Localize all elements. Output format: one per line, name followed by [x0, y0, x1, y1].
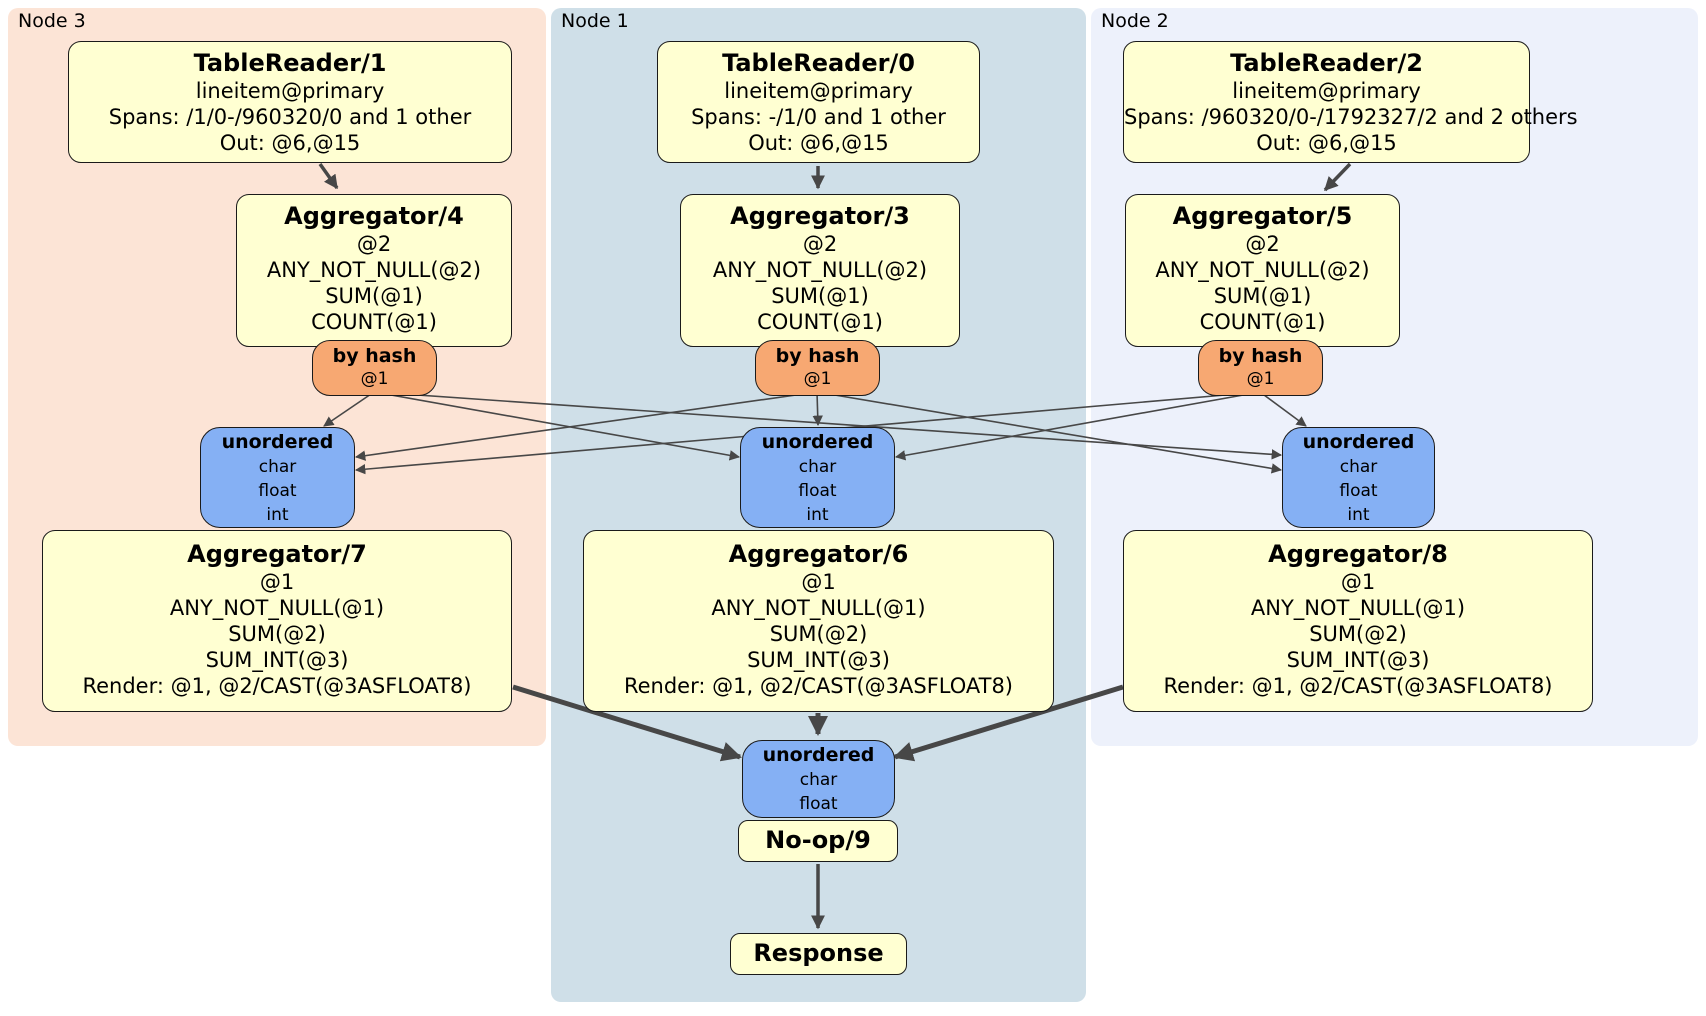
- render-line: Render: @1, @2/CAST(@3ASFLOAT8): [1163, 674, 1553, 698]
- aggregator-5-box: Aggregator/5 @2 ANY_NOT_NULL(@2) SUM(@1)…: [1125, 194, 1400, 347]
- edge-hash1-sync3: [354, 391, 818, 461]
- aggregator-3-box: Aggregator/3 @2 ANY_NOT_NULL(@2) SUM(@1)…: [680, 194, 960, 347]
- hash-router-node3: by hash @1: [312, 340, 437, 396]
- edge-hash1-sync1: [812, 391, 823, 427]
- index-line: lineitem@primary: [724, 79, 913, 103]
- router-key: @1: [360, 369, 389, 389]
- hash-router-node2: by hash @1: [1198, 340, 1323, 396]
- box-title: Response: [753, 939, 884, 967]
- out-line: Out: @6,@15: [219, 131, 361, 155]
- sync-label: unordered: [762, 744, 875, 766]
- out-line: Out: @6,@15: [748, 131, 889, 155]
- box-title: Aggregator/4: [284, 202, 464, 230]
- edge-hash2-sync1: [894, 391, 1261, 461]
- table-reader-1-box: TableReader/1 lineitem@primary Spans: /1…: [68, 41, 512, 163]
- box-title: Aggregator/5: [1172, 202, 1353, 230]
- box-title: Aggregator/8: [1268, 540, 1448, 568]
- router-label: by hash: [775, 345, 860, 367]
- aggregator-8-box: Aggregator/8 @1 ANY_NOT_NULL(@1) SUM(@2)…: [1123, 530, 1593, 712]
- table-reader-2-box: TableReader/2 lineitem@primary Spans: /9…: [1123, 41, 1578, 163]
- edge-tr2-agg5: [1323, 162, 1352, 192]
- edge-hash2-sync2: [1259, 391, 1307, 427]
- box-title: TableReader/0: [722, 49, 915, 77]
- box-title: Aggregator/3: [730, 202, 910, 230]
- router-label: by hash: [1218, 345, 1303, 367]
- edge-tr1-agg4: [318, 162, 339, 190]
- router-key: @1: [803, 369, 832, 389]
- node2-label: Node 2: [1101, 10, 1169, 32]
- index-line: lineitem@primary: [195, 79, 385, 103]
- edge-hash3-sync3: [323, 391, 375, 427]
- sync-label: unordered: [1302, 431, 1415, 453]
- unordered-sync-node2: unordered char float int: [1282, 427, 1435, 528]
- box-title: TableReader/2: [1230, 49, 1423, 77]
- out-line: Out: @6,@15: [1256, 131, 1397, 155]
- render-line: Render: @1, @2/CAST(@3ASFLOAT8): [82, 674, 472, 698]
- sync-label: unordered: [221, 431, 334, 453]
- unordered-sync-node1: unordered char float int: [740, 427, 895, 528]
- hash-router-node1: by hash @1: [755, 340, 880, 396]
- edge-hash1-sync2: [816, 391, 1283, 474]
- edge-agg8-finalsync: [893, 684, 1124, 762]
- edge-agg7-finalsync: [512, 684, 742, 762]
- edge-hash3-sync1: [373, 391, 741, 461]
- aggregator-6-box: Aggregator/6 @1 ANY_NOT_NULL(@1) SUM(@2)…: [583, 530, 1054, 712]
- noop-9-box: No-op/9: [738, 820, 898, 862]
- unordered-sync-node3: unordered char float int: [200, 427, 355, 528]
- render-line: Render: @1, @2/CAST(@3ASFLOAT8): [623, 674, 1014, 698]
- router-label: by hash: [332, 345, 417, 367]
- box-title: TableReader/1: [193, 49, 387, 77]
- box-title: Aggregator/6: [728, 540, 909, 568]
- router-key: @1: [1246, 369, 1275, 389]
- aggregator-4-box: Aggregator/4 @2 ANY_NOT_NULL(@2) SUM(@1)…: [236, 194, 512, 347]
- box-title: Aggregator/7: [187, 540, 367, 568]
- spans-line: Spans: /1/0-/960320/0 and 1 other: [108, 105, 472, 129]
- node1-label: Node 1: [561, 10, 629, 32]
- table-reader-0-box: TableReader/0 lineitem@primary Spans: -/…: [657, 41, 980, 163]
- unordered-sync-final: unordered char float: [742, 740, 895, 818]
- sync-label: unordered: [761, 431, 874, 453]
- box-title: No-op/9: [765, 826, 871, 854]
- index-line: lineitem@primary: [1232, 79, 1421, 103]
- aggregator-7-box: Aggregator/7 @1 ANY_NOT_NULL(@1) SUM(@2)…: [42, 530, 512, 712]
- node3-label: Node 3: [18, 10, 86, 32]
- response-box: Response: [730, 933, 907, 975]
- spans-line: Spans: /960320/0-/1792327/2 and 2 others: [1124, 105, 1578, 129]
- spans-line: Spans: -/1/0 and 1 other: [691, 105, 946, 129]
